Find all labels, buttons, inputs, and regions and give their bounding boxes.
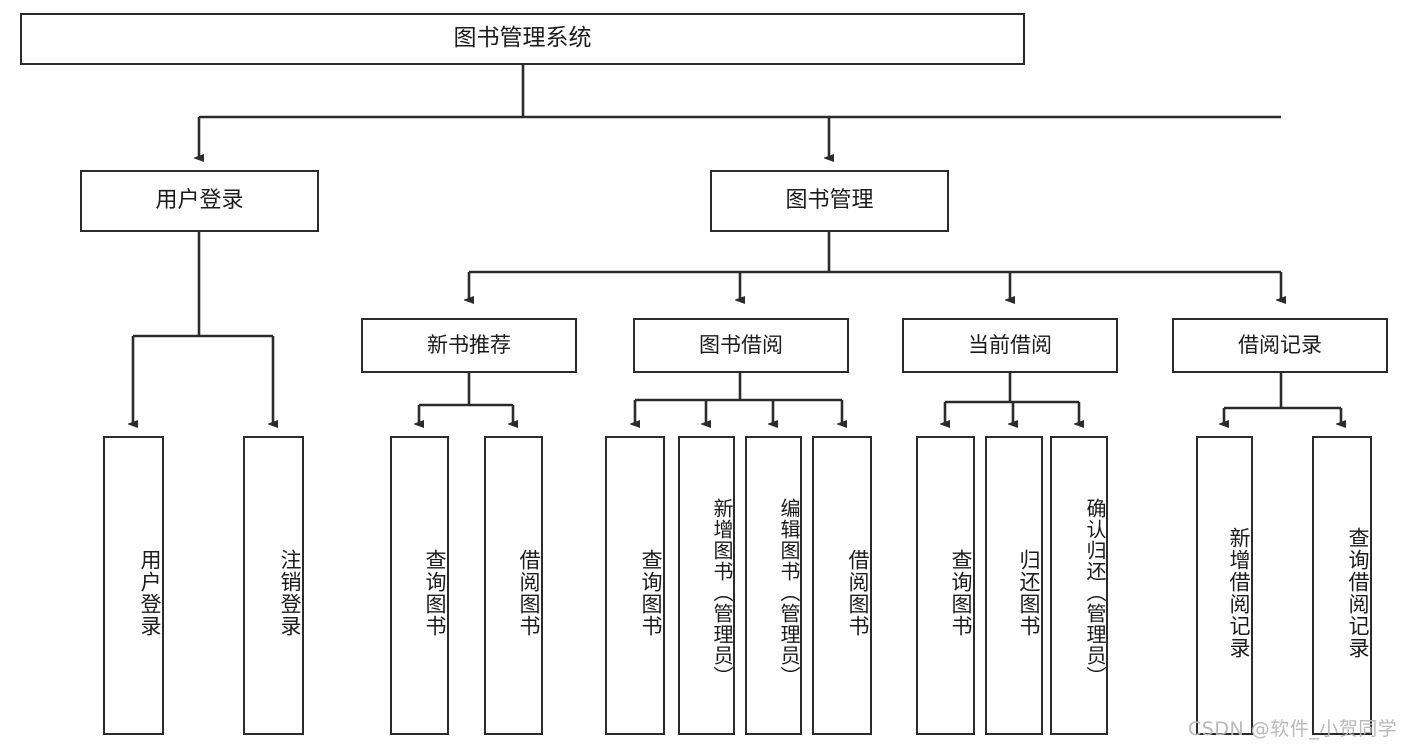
leaf-book-borrow-add[interactable]: 新增图书（管理员） (678, 436, 735, 735)
leaf-borrow-record-query[interactable]: 查询借阅记录 (1312, 436, 1372, 735)
leaf-user-login-signin[interactable]: 用户登录 (103, 436, 164, 735)
node-new-book-recommend[interactable]: 新书推荐 (361, 318, 577, 373)
node-book-management[interactable]: 图书管理 (710, 170, 949, 232)
leaf-current-borrow-return[interactable]: 归还图书 (985, 436, 1043, 735)
leaf-book-borrow-query[interactable]: 查询图书 (605, 436, 665, 735)
leaf-new-book-query[interactable]: 查询图书 (390, 436, 449, 735)
leaf-book-borrow-edit[interactable]: 编辑图书（管理员） (745, 436, 802, 735)
leaf-borrow-record-add[interactable]: 新增借阅记录 (1196, 436, 1253, 735)
node-book-borrow[interactable]: 图书借阅 (633, 318, 849, 373)
node-borrow-record[interactable]: 借阅记录 (1172, 318, 1388, 373)
node-user-login[interactable]: 用户登录 (80, 170, 319, 232)
leaf-user-login-signout[interactable]: 注销登录 (243, 436, 304, 735)
csdn-watermark: CSDN @软件_小贺同学 (1188, 718, 1398, 740)
leaf-current-borrow-query[interactable]: 查询图书 (916, 436, 975, 735)
leaf-current-borrow-confirm-return[interactable]: 确认归还（管理员） (1050, 436, 1108, 735)
leaf-new-book-borrow[interactable]: 借阅图书 (484, 436, 543, 735)
node-current-borrow[interactable]: 当前借阅 (902, 318, 1118, 373)
node-root-system[interactable]: 图书管理系统 (20, 13, 1025, 65)
leaf-book-borrow-borrow[interactable]: 借阅图书 (812, 436, 872, 735)
